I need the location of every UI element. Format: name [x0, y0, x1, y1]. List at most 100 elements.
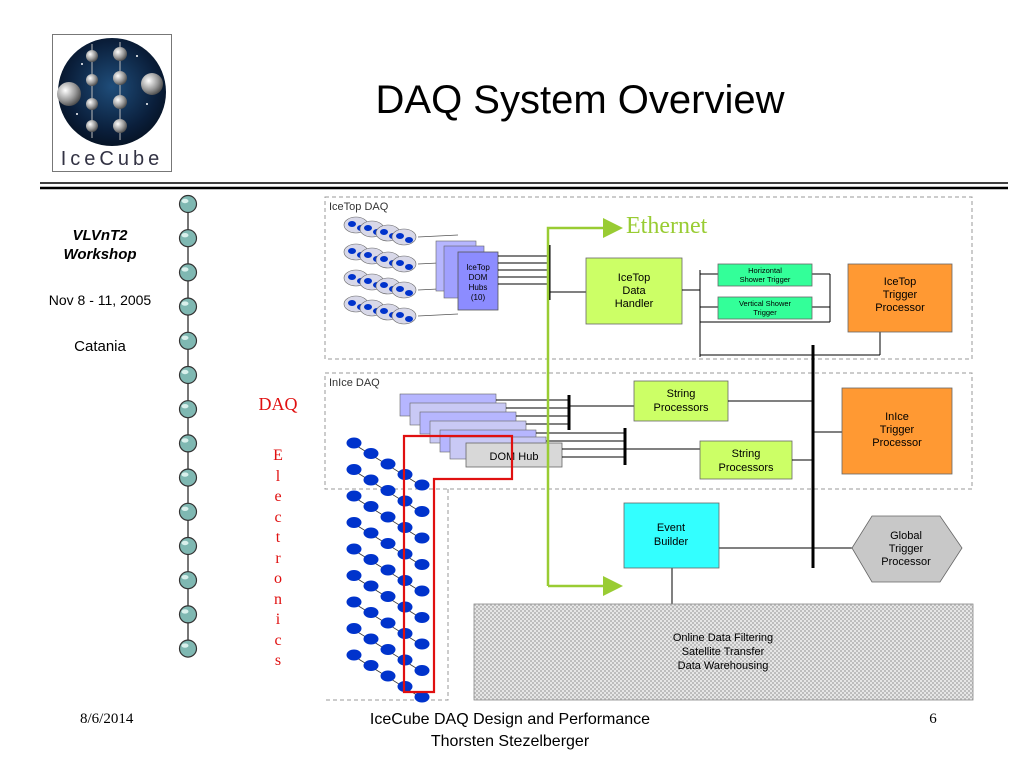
sidebar-dom-highlight — [181, 540, 189, 546]
icetop-trigger-processor-line: Trigger — [883, 289, 918, 301]
icetop-dom-hubs-line: Hubs — [469, 283, 488, 292]
sidebar-dom-highlight — [181, 369, 189, 375]
icetop-cable — [417, 234, 459, 238]
inice-dom-icon — [363, 448, 379, 459]
icetop-tank-icon — [391, 307, 417, 325]
inice-dom-icon — [414, 559, 430, 570]
icetop-dom-icon — [405, 264, 413, 270]
icetop-dom-hubs-line: DOM — [469, 273, 488, 282]
sidebar-dom-icon — [178, 263, 198, 282]
electronics-letter: l — [275, 467, 281, 485]
daq-label: DAQ — [258, 394, 298, 414]
sidebar-dom-highlight — [181, 233, 189, 238]
electronics-letter: r — [275, 549, 281, 567]
inice-dom-icon — [380, 564, 396, 576]
electronics-letter: n — [274, 590, 282, 608]
inice-dom-icon — [380, 591, 396, 602]
icetop-section-label: IceTop DAQ — [329, 201, 389, 213]
string-processors-line: Processors — [718, 462, 774, 474]
vertical-shower-trigger-line: Trigger — [753, 308, 777, 317]
sidebar-date: Nov 8 - 11, 2005 — [48, 292, 152, 308]
icetop-section-border — [324, 196, 973, 360]
sidebar-dom-highlight — [181, 575, 189, 580]
string-spine — [178, 194, 198, 658]
inice-dom-icon — [346, 570, 362, 581]
inice-trigger-processor-line: Trigger — [880, 424, 915, 436]
icetop-dom-icon — [405, 237, 413, 243]
inice-trigger-processor-line: InIce — [885, 411, 909, 423]
inice-dom-icon — [363, 527, 379, 539]
inice-hub-links — [496, 399, 700, 458]
inice-dom-icon — [346, 517, 362, 528]
inice-dom-icon — [414, 506, 430, 517]
inice-dom-icon — [363, 474, 379, 486]
global-trigger-processor-line: Global — [890, 530, 922, 542]
sidebar-dom-icon — [178, 468, 198, 487]
icetop-dom-icon — [364, 252, 372, 258]
icetop-dom-hubs-box — [457, 251, 499, 311]
string-processors-line: String — [667, 388, 696, 400]
event-builder-line: Event — [657, 522, 685, 534]
sidebar-dom-highlight — [181, 335, 189, 340]
online-processing-line: Online Data Filtering — [673, 632, 773, 644]
inice-dom-icon — [346, 649, 362, 661]
inice-trigger-processor-box — [841, 387, 953, 475]
sidebar-dom-highlight — [181, 472, 189, 477]
sidebar-dom-highlight — [181, 643, 189, 648]
icetop-data-handler-line: Handler — [615, 298, 654, 310]
title-divider — [40, 182, 1008, 190]
icetop-tank-icon — [391, 255, 417, 273]
event-builder-box — [623, 502, 720, 569]
icetop-dom-icon — [364, 225, 372, 231]
electronics-letter: c — [274, 631, 282, 649]
inice-dom-icon — [363, 660, 379, 671]
sidebar-dom-icon — [178, 297, 198, 316]
inice-dom-icon — [346, 464, 362, 475]
icetop-data-handler-box — [585, 257, 683, 325]
online-processing-line: Satellite Transfer — [682, 646, 765, 658]
sidebar-dom-icon — [178, 229, 198, 248]
inice-section-border — [324, 372, 973, 490]
horizontal-shower-trigger-box — [717, 263, 813, 287]
vertical-shower-trigger-box — [717, 296, 813, 320]
electronics-outline — [402, 434, 514, 694]
icetop-hub-links — [498, 255, 548, 285]
icetop-trigger-processor-box — [847, 263, 953, 333]
electronics-letter: i — [275, 611, 281, 628]
icetop-dom-icon — [396, 233, 404, 239]
electronics-letter: E — [273, 447, 283, 464]
sidebar-dom-icon — [178, 536, 198, 556]
sidebar-workshop-line2: Workshop — [63, 246, 137, 263]
inice-dom-icon — [363, 501, 379, 512]
electronics-letter: t — [275, 529, 281, 546]
inice-dom-icon — [414, 479, 430, 491]
electronics-letter: s — [274, 652, 282, 669]
icetop-dom-hubs-line: IceTop — [466, 263, 490, 272]
icetop-tank-icon — [391, 281, 417, 299]
inice-dom-icon — [363, 580, 379, 592]
inice-dom-icon — [414, 665, 430, 676]
page-number: 6 — [929, 711, 937, 727]
inice-dom-icon — [346, 490, 362, 502]
icecube-logo: IceCube — [52, 34, 172, 172]
sidebar-place: Catania — [74, 338, 126, 355]
horizontal-shower-trigger-line: Shower Trigger — [740, 275, 791, 284]
footer-title-line2: Thorsten Stezelberger — [430, 733, 590, 750]
global-trigger-processor-line: Processor — [881, 556, 931, 568]
icetop-dom-icon — [364, 278, 372, 284]
icetop-dom-icon — [380, 229, 388, 235]
icetop-dom-hubs-line: (10) — [471, 293, 486, 302]
inice-dom-icon — [380, 670, 396, 682]
sidebar-workshop: VLVnT2 Workshop — [30, 226, 170, 264]
icetop-dom-icon — [348, 300, 356, 306]
icetop-dom-icon — [380, 256, 388, 262]
inice-dom-icon — [363, 607, 379, 618]
sidebar-dom-highlight — [181, 198, 189, 204]
icetop-dom-icon — [348, 248, 356, 254]
icetop-dom-icon — [380, 282, 388, 288]
string-processors-box — [633, 380, 729, 422]
electronics-letter: e — [274, 488, 282, 505]
online-processing-box — [473, 603, 974, 701]
global-trigger-processor-line: Trigger — [889, 543, 924, 555]
inice-dom-icon — [414, 532, 430, 544]
